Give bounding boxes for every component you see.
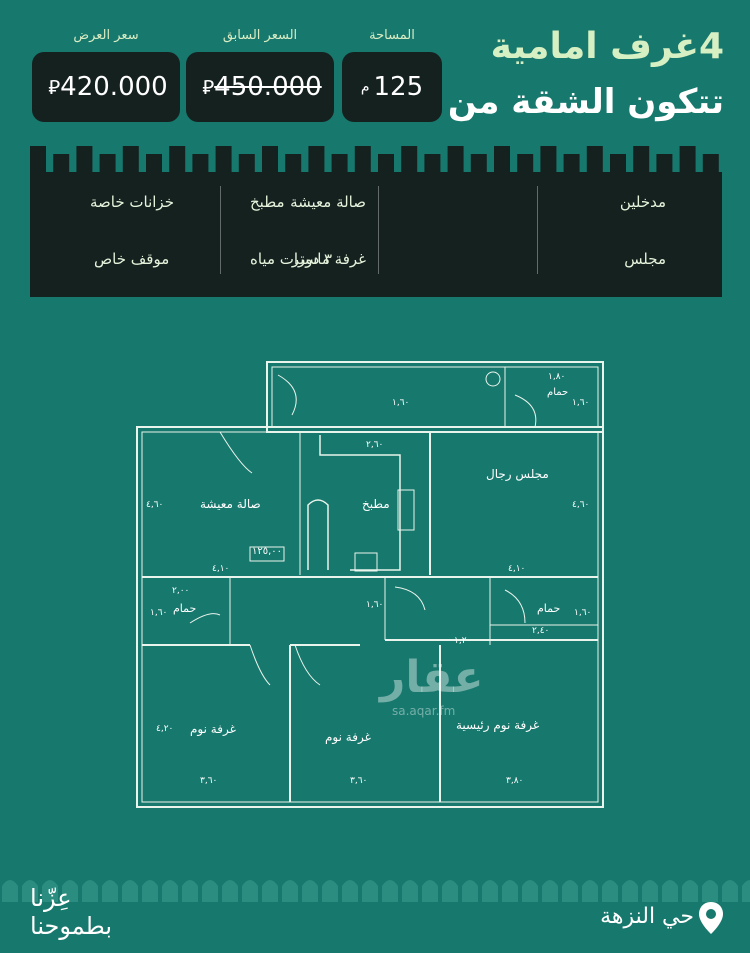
riyal-icon: ⃁ xyxy=(202,75,215,99)
dim-kitchen-w: ٢,٦٠ xyxy=(366,440,384,450)
feature-divider xyxy=(537,186,538,274)
feature-item: ٣ دورات مياه xyxy=(250,250,333,268)
location-pin-icon xyxy=(699,902,723,934)
plan-label-kitchen: مطبخ xyxy=(362,497,390,511)
feature-item: مطبخ xyxy=(250,193,285,211)
previous-price-value: 450.000 xyxy=(214,72,322,102)
offer-price-label: سعر العرض xyxy=(73,28,139,43)
offer-price-box: ⃁ 420.000 xyxy=(32,52,180,122)
plan-top-band xyxy=(266,361,604,433)
plan-label-master: غرفة نوم رئيسية xyxy=(456,718,540,732)
headline-secondary: تتكون الشقة من xyxy=(447,82,724,122)
plan-outer-wall xyxy=(136,426,604,808)
dim-bed3-w: ٣,٨٠ xyxy=(506,776,524,786)
feature-divider xyxy=(220,186,221,274)
feature-item: صالة معيشة xyxy=(290,193,366,211)
dim-right-bath-h: ١,٦٠ xyxy=(574,608,592,618)
feature-divider xyxy=(378,186,379,274)
feature-item: غرفة ماستر xyxy=(291,250,366,268)
floor-plan xyxy=(136,361,604,808)
feature-item: موقف خاص xyxy=(94,250,170,268)
dim-top-entry: ١,٦٠ xyxy=(392,398,410,408)
dim-bed2-w: ٣,٦٠ xyxy=(350,776,368,786)
dim-left-bath-h: ١,٦٠ xyxy=(150,608,168,618)
dim-living-w: ٤,١٠ xyxy=(212,564,230,574)
riyal-icon: ⃁ xyxy=(48,75,61,99)
plan-label-bedroom-2: غرفة نوم xyxy=(325,730,371,744)
feature-item: مجلس xyxy=(624,250,666,268)
offer-price-value: 420.000 xyxy=(60,72,168,102)
plan-area-tag: ١٢٥,٠٠ xyxy=(252,546,283,557)
feature-item: مدخلين xyxy=(619,193,666,211)
brand-line-1: عِزّنا xyxy=(30,884,72,912)
brand-line-2: بطموحنا xyxy=(30,912,113,940)
plan-label-majlis: مجلس رجال xyxy=(486,467,549,481)
previous-price-box: ⃁ 450.000 xyxy=(186,52,334,122)
area-box: 125 م xyxy=(342,52,442,122)
area-label: المساحة xyxy=(369,28,415,43)
plan-label-bedroom-1: غرفة نوم xyxy=(190,722,236,736)
dim-majlis-w: ٤,١٠ xyxy=(508,564,526,574)
watermark-url: sa.aqar.fm xyxy=(392,704,456,718)
dim-majlis-h: ٤,٦٠ xyxy=(572,500,590,510)
plan-label-bath-right: حمام xyxy=(537,602,561,615)
features-panel xyxy=(30,172,722,297)
plan-label-living: صالة معيشة xyxy=(200,497,261,511)
area-value: 125 xyxy=(373,72,424,102)
dim-top-bath-w: ١,٨٠ xyxy=(548,372,566,382)
footer-pattern xyxy=(2,880,750,902)
dim-bed-h: ٤,٢٠ xyxy=(156,724,174,734)
dim-top-bath-h: ١,٦٠ xyxy=(572,398,590,408)
plan-label-bath-left: حمام xyxy=(173,602,197,615)
dim-right-bath-w: ٢,٤٠ xyxy=(532,626,550,636)
area-unit: م xyxy=(360,79,370,95)
dim-corridor-h: ١,٦٠ xyxy=(366,600,384,610)
dim-living-h: ٤,٦٠ xyxy=(146,500,164,510)
plan-label-bath-top: حمام xyxy=(547,387,569,398)
previous-price-label: السعر السابق xyxy=(222,28,298,43)
dim-left-bath-w: ٢,٠٠ xyxy=(172,586,190,596)
plan-area-tag-box xyxy=(249,546,285,562)
feature-item: خزانات خاصة xyxy=(90,193,174,211)
footer-location: حي النزهة xyxy=(600,904,694,929)
dim-bed1-w: ٣,٦٠ xyxy=(200,776,218,786)
watermark-logo: عقار xyxy=(380,652,484,703)
dim-corridor-w: ١,٢٠ xyxy=(454,636,472,646)
headline-primary: 4غرف امامية xyxy=(490,26,724,67)
